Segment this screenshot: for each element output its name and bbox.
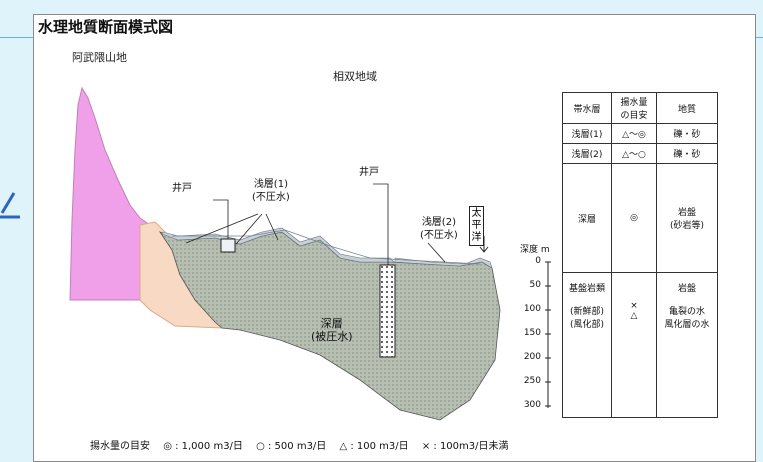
arrow-icon [0,192,20,219]
well-right-leader [373,183,389,265]
pacific-char-2: 平 [471,220,482,231]
depth-axis-title: 深度 m [520,245,550,255]
shallow1-label: 浅層(1) (不圧水) [252,178,290,204]
deep-label-line1: 深層 [320,317,343,330]
depth-tick-label: 150 [523,328,541,338]
table-cell: × △ [611,272,657,418]
deep-label: 深層 (被圧水) [311,317,353,343]
depth-tick-label: 200 [523,352,541,362]
well-left-label: 井戸 [172,183,192,194]
mountain-body [69,86,151,301]
shallow2-label: 浅層(2) (不圧水) [420,216,458,242]
table-cell: 浅層(2) [562,143,612,164]
table-cell: 岩盤 亀裂の水 風化層の水 [656,272,718,418]
mountain-label: 阿武隈山地 [72,51,127,64]
yield-legend: 揚水量の目安 ◎ : 1,000 m3/日 ○ : 500 m3/日 △ : 1… [90,437,519,452]
table-cell: 基盤岩類 (新鮮部) (風化部) [562,272,612,418]
shallow2-leader [427,242,446,263]
table-header-row: 帯水層 揚水量 の目安 地質 [562,92,718,124]
shallow2-label-line2: (不圧水) [420,230,458,241]
aquifer-table: 帯水層 揚水量 の目安 地質 浅層(1) △～◎ 礫・砂 浅層(2) △～○ 礫… [562,92,718,418]
table-cell: 深層 [562,163,612,273]
table-cell: 岩盤 (砂岩等) [656,163,718,273]
table-row: 浅層(1) △～◎ 礫・砂 [562,123,718,144]
table-cell: 礫・砂 [656,123,718,144]
shallow1-label-line2: (不圧水) [252,192,290,203]
table-cell: 礫・砂 [656,143,718,164]
legend-item: ○ : 500 m3/日 [256,441,327,452]
depth-axis-ticks [545,261,551,407]
table-row: 浅層(2) △～○ 礫・砂 [562,143,718,164]
well-left-leader [213,199,229,239]
table-header-cell: 地質 [656,92,718,124]
well-right-label: 井戸 [359,167,379,178]
legend-item: ◎ : 1,000 m3/日 [163,441,243,452]
shallow-aquifer-2 [394,257,493,269]
deep-label-line2: (被圧水) [311,330,353,343]
legend-item: △ : 100 m3/日 [339,441,409,452]
table-cell: ◎ [611,163,657,273]
diagram-title: 水理地質断面模式図 [38,18,174,36]
shallow1-leader [185,213,279,245]
table-cell: 浅層(1) [562,123,612,144]
pacific-char-1: 太 [471,208,482,219]
table-cell: △～○ [611,143,657,164]
legend-prefix: 揚水量の目安 [90,441,150,452]
region-label: 相双地域 [333,70,377,83]
table-row: 基盤岩類 (新鮮部) (風化部) × △ 岩盤 亀裂の水 風化層の水 [562,272,718,418]
table-header-cell: 揚水量 の目安 [611,92,657,124]
shallow2-label-line1: 浅層(2) [421,217,456,228]
table-header-cell: 帯水層 [562,92,612,124]
table-row: 深層 ◎ 岩盤 (砂岩等) [562,163,718,273]
pacific-arrow-icon [479,236,489,253]
depth-tick-label: 100 [523,304,541,314]
depth-tick-label: 300 [523,400,541,410]
well-right-column [379,264,396,358]
pacific-ocean-label: 太 平 洋 [469,206,484,246]
legend-item: × : 100m3/日未満 [421,441,509,452]
pacific-char-3: 洋 [471,232,482,243]
depth-tick-label: 0 [535,256,541,266]
depth-tick-label: 50 [529,280,541,290]
shallow1-label-line1: 浅層(1) [253,179,288,190]
well-left-symbol [220,238,236,253]
table-cell: △～◎ [611,123,657,144]
depth-tick-label: 250 [523,376,541,386]
